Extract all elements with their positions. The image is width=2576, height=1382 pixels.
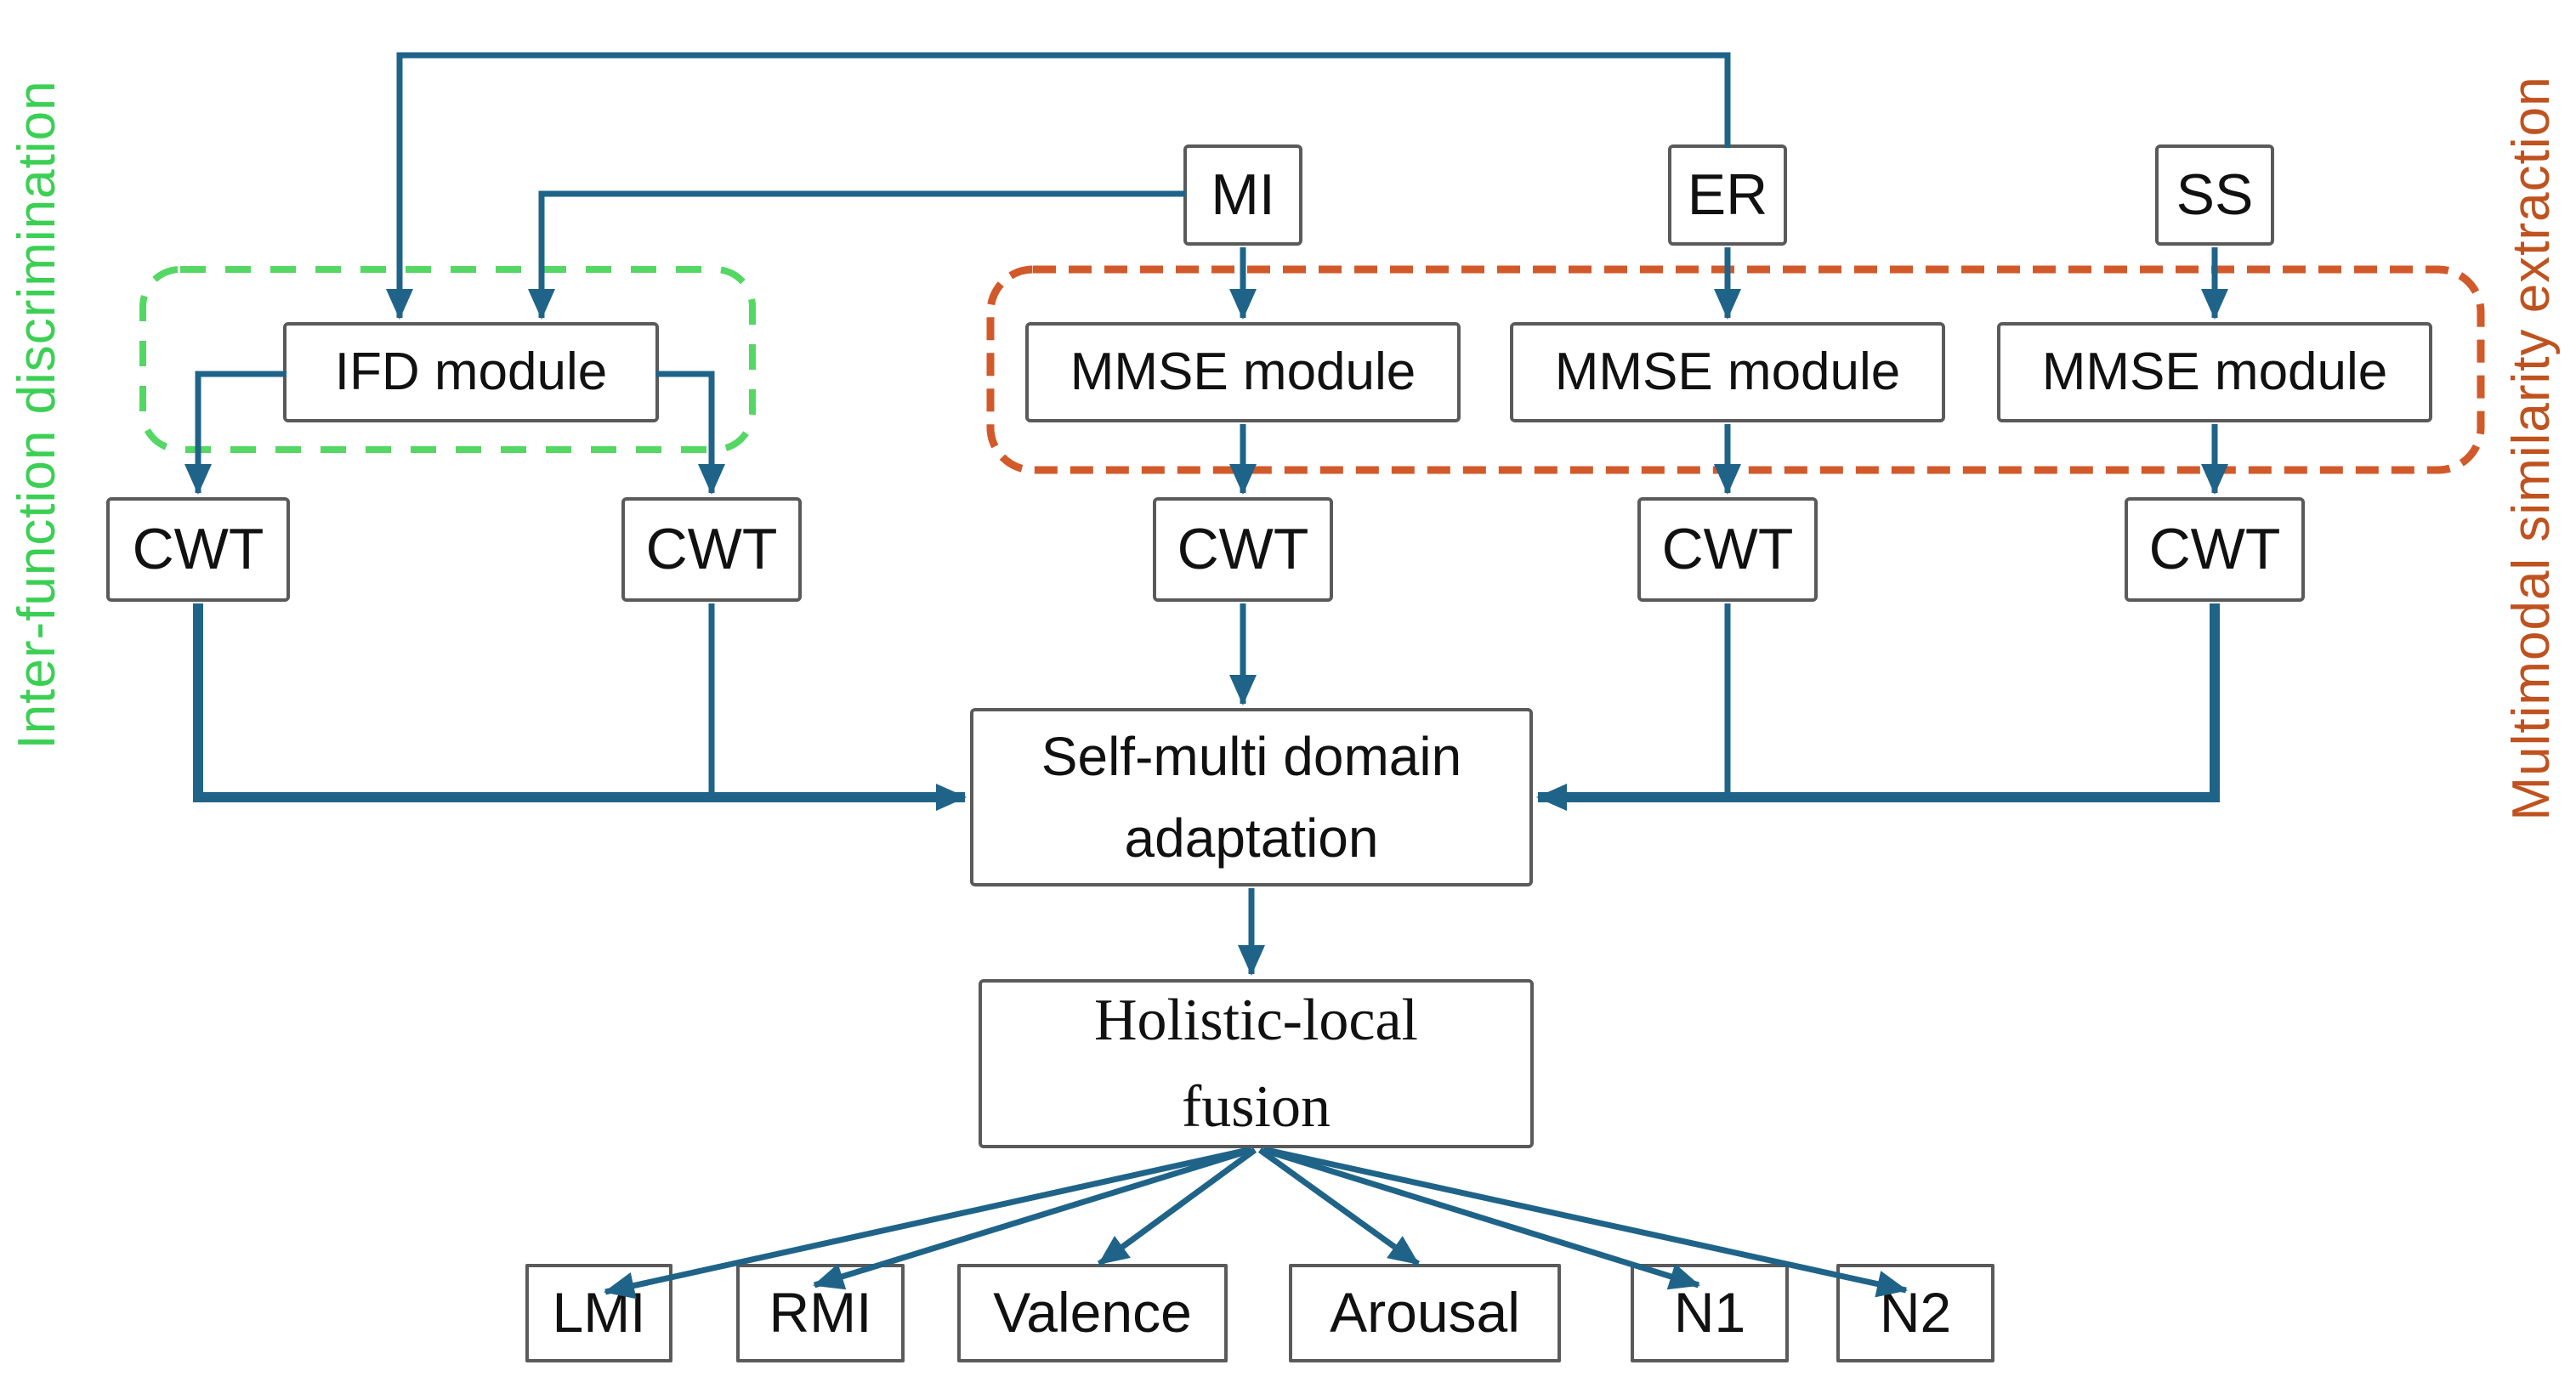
node-cwt-5: CWT [2125, 497, 2305, 602]
node-output-lmi: LMI [525, 1264, 672, 1362]
node-mmse-module-mi: MMSE module [1025, 322, 1461, 422]
node-cwt-1: CWT [106, 497, 290, 602]
node-holistic-local-fusion: Holistic-local fusion [979, 979, 1534, 1148]
node-ss: SS [2155, 144, 2274, 246]
node-cwt-4: CWT [1637, 497, 1818, 602]
edge-left-collector-to-adaptation [193, 603, 967, 811]
left-rotated-caption: Inter-function discrimination [8, 80, 66, 750]
node-mi: MI [1183, 144, 1302, 246]
node-cwt-2: CWT [621, 497, 802, 602]
node-mmse-module-ss: MMSE module [1997, 322, 2432, 422]
node-output-n2: N2 [1836, 1264, 1994, 1362]
node-output-rmi: RMI [736, 1264, 905, 1362]
node-ifd-module: IFD module [283, 322, 659, 422]
node-output-arousal: Arousal [1289, 1264, 1561, 1362]
node-output-n1: N1 [1631, 1264, 1789, 1362]
right-rotated-caption: Multimodal similarity extraction [2502, 76, 2561, 821]
node-output-valence: Valence [957, 1264, 1228, 1362]
node-er: ER [1668, 144, 1787, 246]
edge-fusion-to-valence [1097, 1147, 1257, 1266]
node-cwt-3: CWT [1153, 497, 1333, 602]
edge-fusion-to-arousal [1257, 1147, 1421, 1266]
node-self-multi-domain-adaptation: Self-multi domain adaptation [970, 708, 1533, 886]
edge-right-collector-to-adaptation [1536, 603, 2220, 811]
node-mmse-module-er: MMSE module [1510, 322, 1945, 422]
